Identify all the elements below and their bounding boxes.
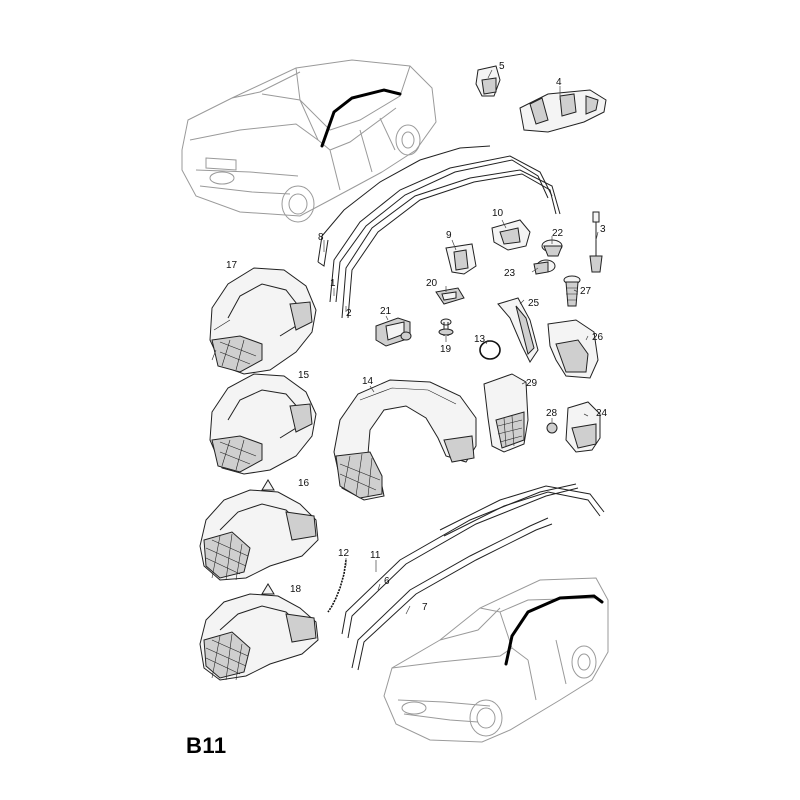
cover-24: [565, 401, 601, 453]
nut-28: [546, 422, 558, 434]
callout-22: 22: [552, 228, 564, 239]
callout-15: 15: [298, 370, 310, 381]
callout-27: 27: [580, 286, 592, 297]
wheel-arch-liner-17: [209, 267, 317, 375]
callout-9: 9: [446, 230, 452, 241]
push-rivet-22: [541, 239, 563, 257]
callout-1: 1: [330, 278, 336, 289]
callout-24: 24: [596, 408, 608, 419]
clip-5: [475, 65, 501, 97]
cover-29: [483, 373, 529, 453]
page-identifier: B11: [186, 733, 227, 758]
seal-12-shape: [327, 559, 347, 613]
callout-11: 11: [370, 550, 381, 561]
clip-20: [435, 287, 465, 305]
bracket-25: [497, 297, 539, 363]
callout-8: 8: [318, 232, 324, 243]
clip-21: [375, 317, 412, 347]
strip-2: [341, 169, 561, 319]
screw-19: [438, 318, 454, 336]
clip-9: [445, 243, 477, 275]
callout-28: 28: [546, 408, 558, 419]
flap-26: [547, 319, 599, 379]
callout-29: 29: [526, 378, 538, 389]
callout-26: 26: [592, 332, 604, 343]
pin-3: [589, 211, 603, 273]
sedan-car-illustration: [181, 59, 437, 223]
callout-7: 7: [422, 602, 428, 613]
callout-12: 12: [338, 548, 350, 559]
wheel-arch-liner-16: [199, 479, 319, 581]
callout-25: 25: [528, 298, 540, 309]
wagon-car-illustration: [383, 577, 609, 743]
bracket-4: [519, 89, 607, 133]
wheel-arch-liner-14: [333, 379, 477, 501]
strip-8: [317, 145, 491, 263]
strip-1: [329, 155, 553, 303]
callout-3: 3: [600, 224, 606, 235]
push-rivet-23: [533, 259, 556, 275]
clip-10: [491, 219, 531, 251]
leader-lines: [323, 69, 599, 615]
wheel-arch-liner-18: [199, 583, 319, 681]
callout-6: 6: [384, 576, 390, 587]
strip-6: [341, 483, 577, 635]
wheel-arch-liner-15: [209, 373, 317, 475]
callout-labels: 5 4 8 9 10 22 3 17 23 20 27 1 25 2 21 13…: [226, 61, 608, 613]
callout-13: 13: [474, 334, 486, 345]
callout-4: 4: [556, 77, 562, 88]
strip-upper-rail: [439, 485, 605, 531]
callout-5: 5: [499, 61, 505, 72]
plug-27: [563, 275, 581, 307]
callout-17: 17: [226, 260, 238, 271]
roof-trim-strips-upper: [317, 145, 561, 319]
o-ring-13: [479, 340, 501, 360]
callout-23: 23: [504, 268, 516, 279]
callout-16: 16: [298, 478, 310, 489]
callout-20: 20: [426, 278, 438, 289]
callout-19: 19: [440, 344, 452, 355]
callout-21: 21: [380, 306, 392, 317]
strip-7: [351, 517, 549, 669]
callout-10: 10: [492, 208, 504, 219]
roof-trim-strips-lower: [341, 483, 605, 671]
callout-14: 14: [362, 376, 374, 387]
callout-2: 2: [346, 308, 352, 319]
callout-18: 18: [290, 584, 302, 595]
